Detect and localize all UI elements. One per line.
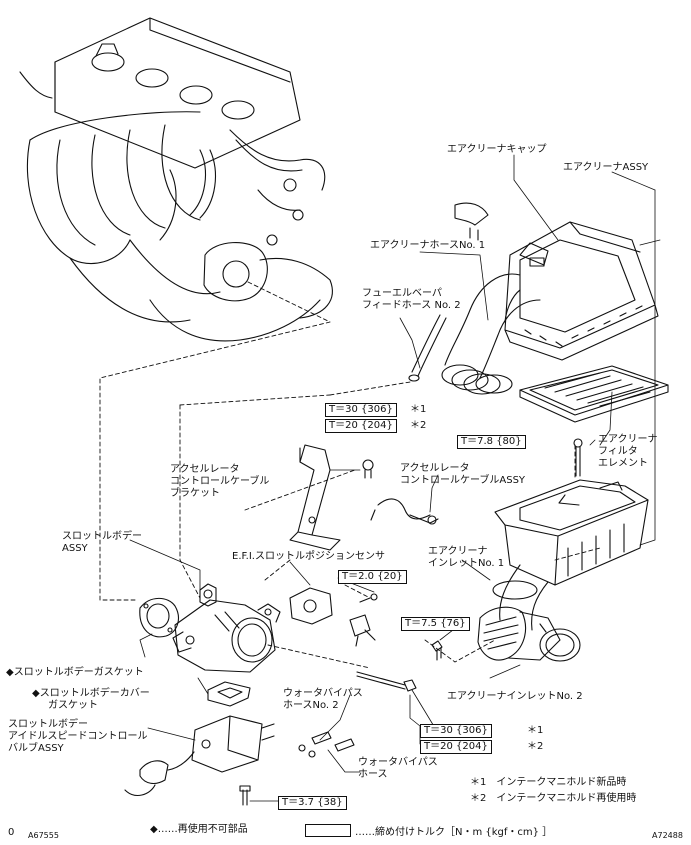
- label-wbh2-line2: ホースNo. 2: [283, 700, 339, 711]
- torque-spec-t3: T＝7.8 {80}: [457, 435, 526, 449]
- isc-valve-drawing: [124, 715, 275, 796]
- note-reused-manifold: ＊2 インテークマニホルド再使用時: [470, 793, 637, 804]
- legend-torque: ……締め付けトルク［N・m {kgf・cm} ］: [305, 824, 552, 839]
- label-filter-line2: フィルタ: [598, 446, 638, 457]
- label-bracket-line3: ブラケット: [170, 488, 220, 499]
- label-accel-cable-assy: アクセルレータ コントロールケーブルASSY: [400, 463, 525, 487]
- label-wbh2-line1: ウォータバイパス: [283, 688, 363, 699]
- label-wbh-line2: ホース: [358, 769, 388, 780]
- label-bracket-line1: アクセルレータ: [170, 464, 240, 475]
- label-wbh-line1: ウォータバイパス: [358, 757, 438, 768]
- label-cable-line1: アクセルレータ: [400, 463, 470, 474]
- label-filter-line3: エレメント: [598, 458, 648, 469]
- label-air-cleaner-inlet-no1: エアクリーナ インレットNo. 1: [428, 546, 504, 570]
- tps-drawing: [289, 587, 378, 647]
- air-cleaner-cap: [454, 202, 659, 361]
- gasket-drawing: [139, 597, 179, 638]
- torque-mark-t2: ＊2: [410, 420, 427, 431]
- label-water-bypass-hose: ウォータバイパス ホース: [358, 757, 438, 781]
- air-cleaner-inlet: [477, 564, 581, 662]
- label-idle-speed-control-valve: スロットルボデー アイドルスピードコントロール バルブASSY: [8, 719, 148, 755]
- label-water-bypass-hose-no2: ウォータバイパス ホースNo. 2: [283, 688, 363, 712]
- label-air-cleaner-inlet-no2: エアクリーナインレットNo. 2: [447, 691, 583, 702]
- label-isc-line2: アイドルスピードコントロール: [8, 731, 148, 742]
- torque-mark-t6: ＊1: [527, 725, 544, 736]
- label-throttle-position-sensor: E.F.I.スロットルポジションセンサ: [232, 551, 385, 562]
- torque-spec-t5: T＝7.5 {76}: [401, 617, 470, 631]
- torque-mark-t7: ＊2: [527, 741, 544, 752]
- label-throttle-body-gasket: ◆スロットルボデーガスケット: [6, 667, 144, 678]
- label-cover-gasket-line2: ガスケット: [48, 700, 98, 711]
- accel-cable-bracket-drawing: [289, 444, 439, 551]
- torque-spec-t8: T＝3.7 {38}: [278, 796, 347, 810]
- torque-spec-t2: T＝20 {204}: [325, 419, 397, 433]
- torque-mark-t1: ＊1: [410, 404, 427, 415]
- label-throttle-line2: ASSY: [62, 543, 88, 554]
- figure-code-left: A67555: [28, 831, 59, 840]
- label-fuel-vapor-line1: フューエルベーパ: [362, 288, 442, 299]
- cover-gasket-drawing: [207, 681, 251, 707]
- label-throttle-body-assy: スロットルボデー ASSY: [62, 531, 142, 555]
- note-new-manifold: ＊1 インテークマニホルド新品時: [470, 777, 627, 788]
- label-throttle-line1: スロットルボデー: [62, 531, 142, 542]
- bolts-drawing: [239, 640, 443, 806]
- label-throttle-body-cover-gasket: ◆スロットルボデーカバー ガスケット: [32, 688, 150, 712]
- throttle-body-drawing: [172, 583, 281, 673]
- label-filter-element: エアクリーナ フィルタ エレメント: [598, 434, 658, 470]
- label-inlet1-line2: インレットNo. 1: [428, 558, 505, 569]
- filter-element: [519, 365, 669, 423]
- label-air-cleaner-cap: エアクリーナキャップ: [447, 144, 547, 155]
- engine-illustration: [19, 17, 333, 342]
- torque-spec-t4: T＝2.0 {20}: [338, 570, 407, 584]
- legend-torque-text: ……締め付けトルク［N・m {kgf・cm} ］: [355, 827, 553, 838]
- label-cable-line2: コントロールケーブルASSY: [400, 475, 526, 486]
- legend-nonreusable: ◆……再使用不可部品: [150, 824, 248, 835]
- label-isc-line3: バルブASSY: [8, 743, 64, 754]
- label-inlet1-line1: エアクリーナ: [428, 546, 488, 557]
- label-isc-line1: スロットルボデー: [8, 719, 88, 730]
- torque-spec-t6: T＝30 {306}: [420, 724, 492, 738]
- torque-spec-t1: T＝30 {306}: [325, 403, 397, 417]
- figure-code-right: A72488: [652, 831, 683, 840]
- air-cleaner-hose: [408, 273, 541, 395]
- label-fuel-vapor-feed-hose: フューエルベーパ フィードホース No. 2: [362, 288, 461, 312]
- label-filter-line1: エアクリーナ: [598, 434, 658, 445]
- label-bracket-line2: コントロールケーブル: [170, 476, 270, 487]
- label-fuel-vapor-line2: フィードホース No. 2: [362, 300, 461, 311]
- label-cover-gasket-line1: ◆スロットルボデーカバー: [32, 688, 150, 699]
- air-cleaner-case: [494, 438, 649, 586]
- figure-mark-left: 0: [8, 827, 15, 838]
- assembly-guides: [99, 281, 601, 669]
- water-bypass-hoses-drawing: [298, 731, 355, 758]
- legend-torque-box: [305, 824, 351, 837]
- torque-spec-t7: T＝20 {204}: [420, 740, 492, 754]
- label-air-cleaner-assy: エアクリーナASSY: [563, 162, 649, 173]
- label-accel-cable-bracket: アクセルレータ コントロールケーブル ブラケット: [170, 464, 269, 500]
- label-air-cleaner-hose-no1: エアクリーナホースNo. 1: [370, 240, 486, 251]
